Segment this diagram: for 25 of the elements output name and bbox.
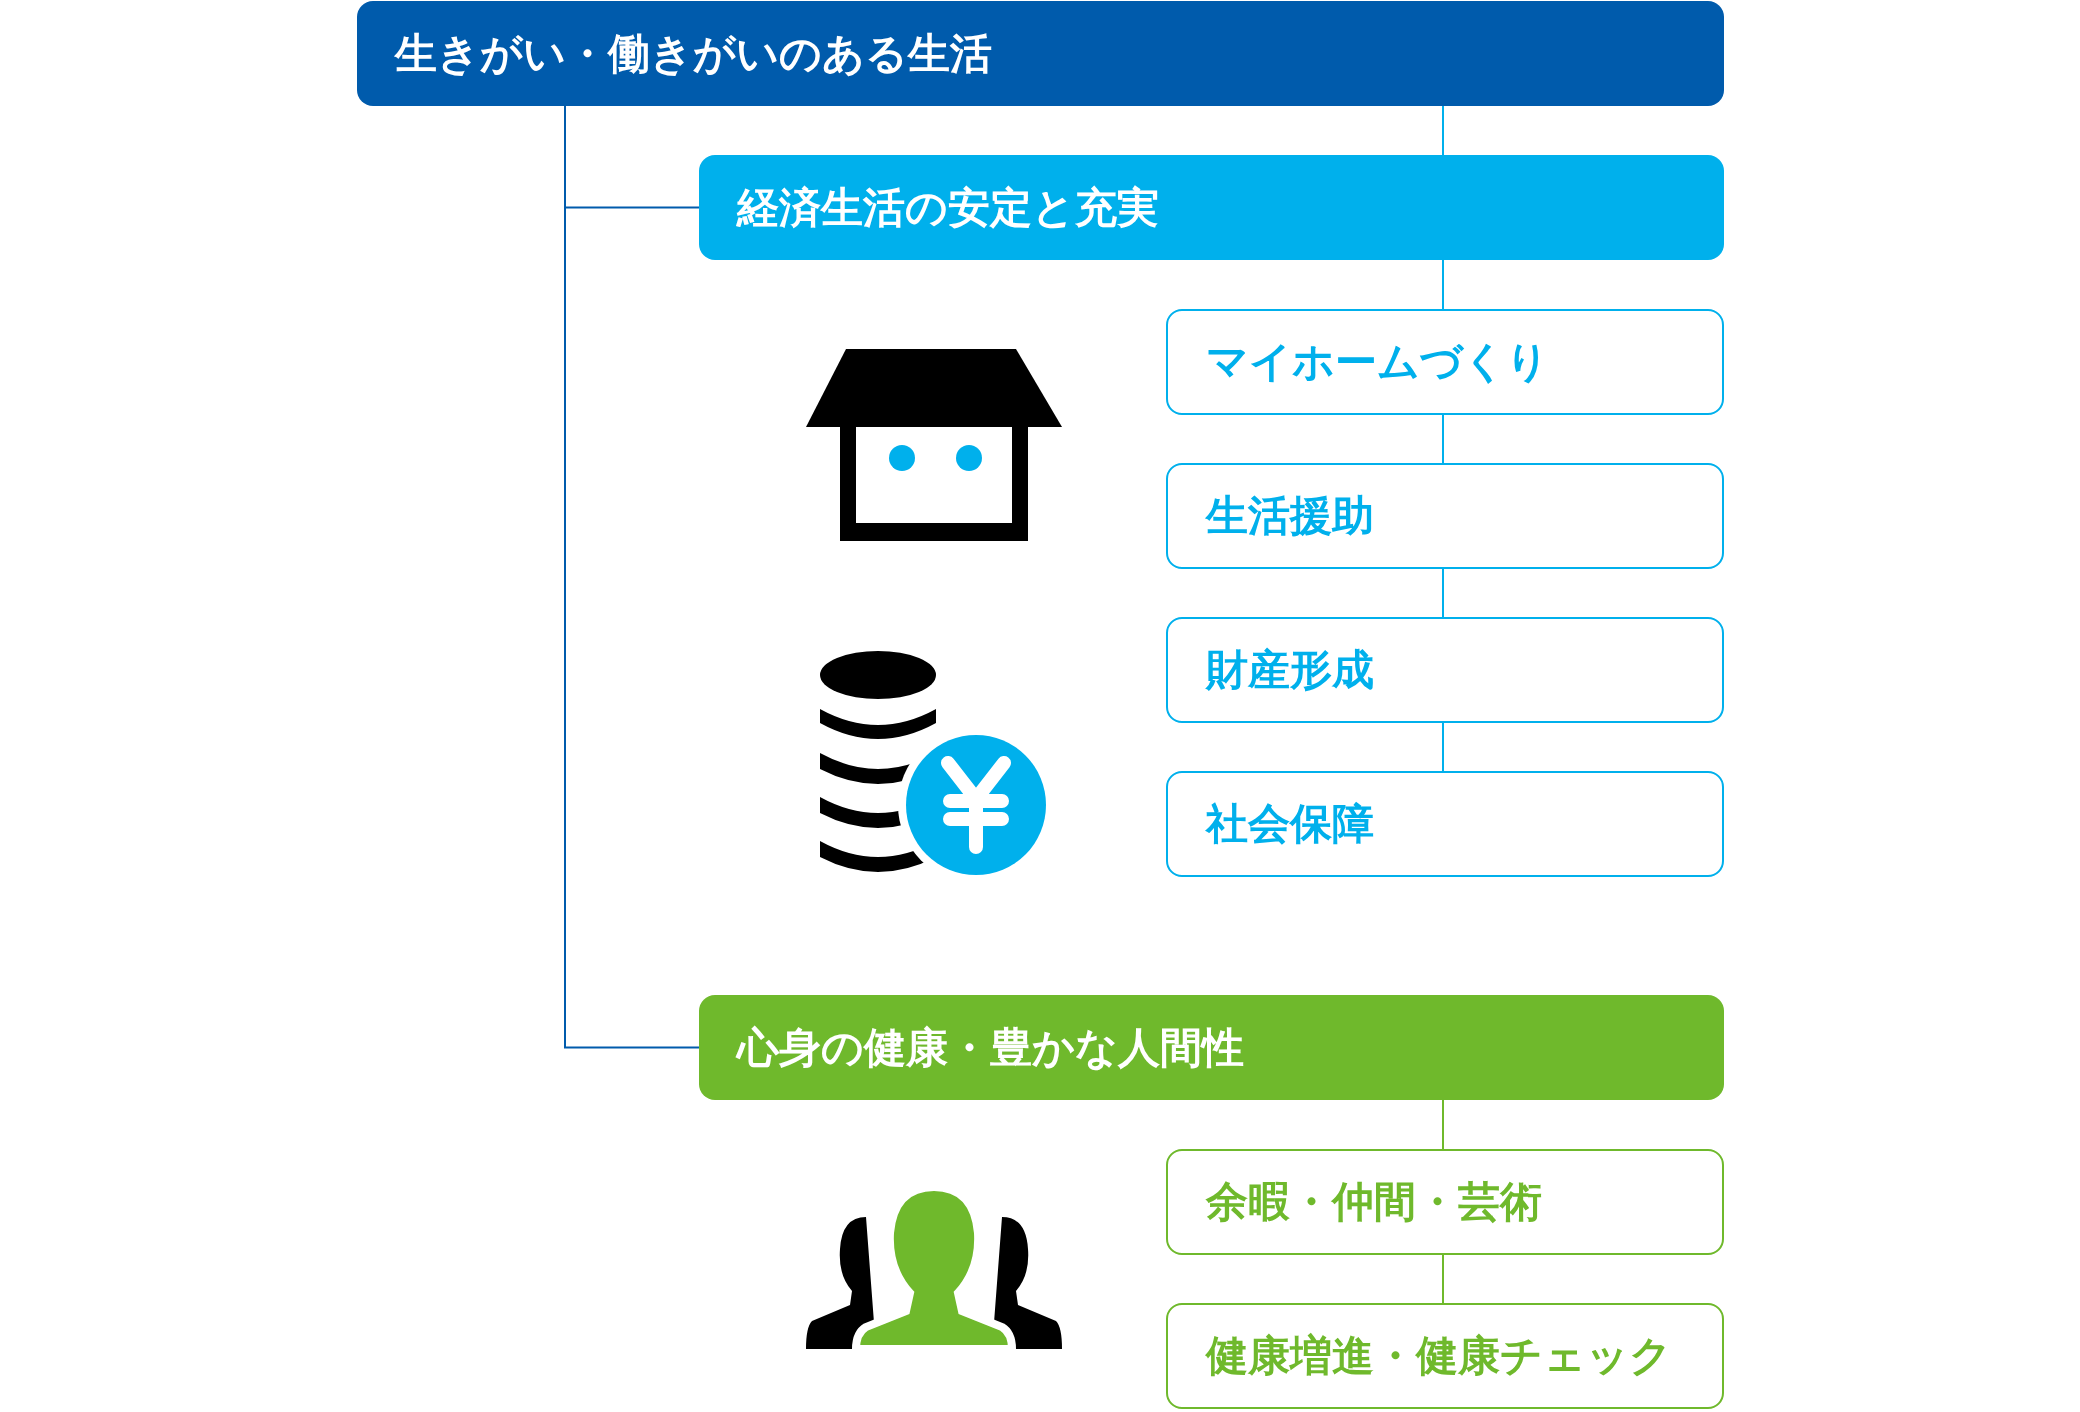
connector-line	[1442, 105, 1444, 156]
category-box	[699, 995, 1724, 1100]
connector-line	[1442, 1099, 1444, 1150]
connector-line	[1442, 259, 1444, 310]
box-label: 心身の健康・豊かな人間性	[737, 1021, 1244, 1074]
heading-box	[357, 1, 1724, 106]
box-label: 生きがい・働きがいのある生活	[395, 27, 992, 80]
category-box	[699, 155, 1724, 260]
box-label: 財産形成	[1206, 644, 1374, 696]
box-label: 生活援助	[1206, 490, 1374, 542]
box-label: 経済生活の安定と充実	[737, 181, 1159, 234]
item-box	[1166, 1149, 1724, 1255]
box-label: 社会保障	[1206, 798, 1374, 850]
box-label: マイホームづくり	[1206, 336, 1549, 388]
item-box	[1166, 1303, 1724, 1409]
connector-line	[1442, 414, 1444, 464]
connector-line	[1442, 722, 1444, 772]
connector-line	[1442, 568, 1444, 618]
item-box	[1166, 617, 1724, 723]
item-box	[1166, 463, 1724, 569]
item-box	[1166, 771, 1724, 877]
connector-line	[1442, 1254, 1444, 1304]
box-label: 健康増進・健康チェック	[1206, 1330, 1672, 1382]
box-label: 余暇・仲間・芸術	[1206, 1176, 1542, 1228]
item-box	[1166, 309, 1724, 415]
